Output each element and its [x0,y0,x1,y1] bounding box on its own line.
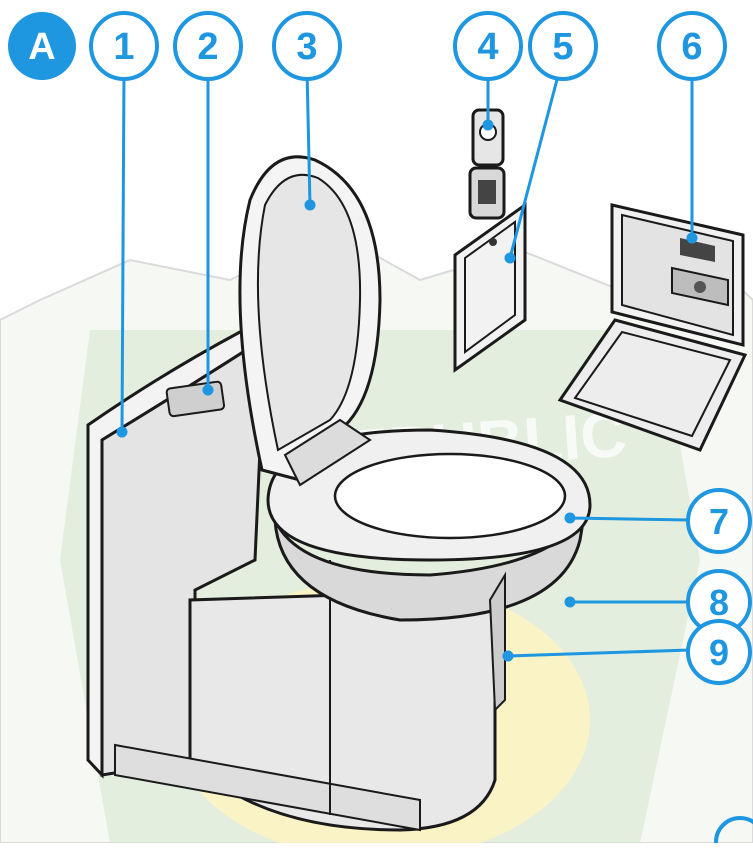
figure-label: A [8,12,76,80]
callout-8-number: 8 [709,582,729,623]
callout-5: 5 [530,13,596,79]
callout-3-number: 3 [296,26,317,68]
callout-7-number: 7 [709,501,729,542]
callout-4-number: 4 [477,26,498,68]
figure-label-text: A [28,26,55,68]
callout-1: 1 [91,13,157,79]
callout-1-number: 1 [113,26,134,68]
callout-5-number: 5 [552,26,573,68]
callout-9-number: 9 [709,632,729,673]
callout-3: 3 [274,13,340,79]
callout-4: 4 [455,13,521,79]
callout-2: 2 [175,13,241,79]
callout-6: 6 [659,13,725,79]
callout-9: 9 [688,621,750,683]
callout-6-number: 6 [681,26,702,68]
callout-2-number: 2 [197,26,218,68]
callout-7: 7 [688,490,750,552]
